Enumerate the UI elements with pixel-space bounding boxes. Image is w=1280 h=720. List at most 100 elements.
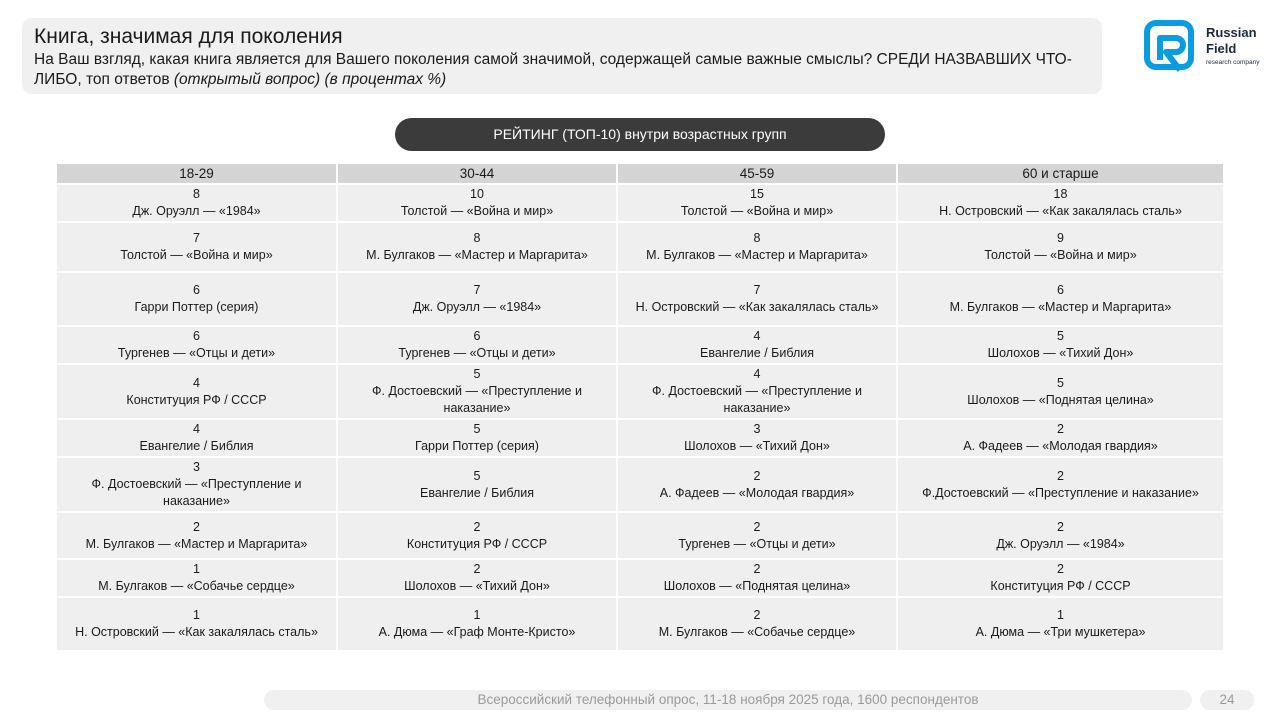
cell-book-name: М. Булгаков — «Мастер и Маргарита» [366, 248, 588, 262]
page-subtitle: На Ваш взгляд, какая книга является для … [34, 50, 1094, 90]
cell-value: 5 [1057, 329, 1064, 343]
table-cell: 6 М. Булгаков — «Мастер и Маргарита» [897, 272, 1223, 327]
cell-value: 5 [1057, 375, 1064, 390]
cell-book-name: Толстой — «Война и мир» [120, 248, 273, 262]
cell-value: 9 [1057, 231, 1064, 245]
cell-book-name: А. Дюма — «Три мушкетера» [975, 625, 1146, 639]
cell-value: 6 [1057, 283, 1064, 297]
table-cell: 3 Ф. Достоевский — «Преступление и наказа… [57, 457, 338, 513]
cell-book-name: Гарри Поттер (серия) [415, 439, 539, 453]
table-cell: 2 М. Булгаков — «Собачье сердце» [617, 597, 898, 652]
cell-value: 2 [753, 519, 761, 534]
cell-value: 7 [753, 283, 761, 297]
table-cell: 7 Н. Островский — «Как закалялась сталь» [617, 272, 898, 327]
cell-book-name: Шолохов — «Поднятая целина» [663, 579, 851, 593]
cell-value: 2 [193, 519, 200, 534]
cell-value: 8 [473, 231, 481, 245]
table-row: 1 Н. Островский — «Как закалялась сталь» 1… [57, 597, 1223, 652]
cell-value: 3 [193, 460, 200, 474]
table-header-row: 18-29 30-44 45-59 60 и старше [57, 164, 1223, 185]
cell-value: 8 [753, 231, 761, 245]
table-cell: 8 М. Булгаков — «Мастер и Маргарита» [337, 222, 618, 273]
cell-book-name: Толстой — «Война и мир» [680, 204, 834, 218]
cell-value: 10 [470, 187, 484, 201]
cell-value: 7 [473, 283, 481, 297]
cell-book-name: Н. Островский — «Как закалялась сталь» [635, 300, 879, 314]
cell-book-name: М. Булгаков — «Собачье сердце» [658, 625, 856, 639]
cell-book-name: А. Фадеев — «Молодая гвардия» [659, 485, 855, 500]
cell-book-name: Ф.Достоевский — «Преступление и наказани… [922, 485, 1199, 500]
page-number: 24 [1200, 690, 1254, 710]
cell-book-name: Конституция РФ / СССР [126, 392, 267, 407]
cell-book-name: Шолохов — «Тихий Дон» [987, 346, 1134, 360]
column-header: 18-29 [57, 164, 338, 185]
page-title: Книга, значимая для поколения [34, 25, 343, 48]
cell-book-name: Н. Островский — «Как закалялась сталь» [75, 625, 318, 639]
cell-value: 2 [753, 468, 761, 483]
cell-value: 2 [1057, 519, 1064, 534]
table-cell: 1 А. Дюма — «Три мушкетера» [897, 597, 1223, 652]
cell-book-name: М. Булгаков — «Мастер и Маргарита» [949, 300, 1172, 314]
cell-book-name: А. Дюма — «Граф Монте-Кристо» [378, 625, 576, 639]
cell-value: 6 [473, 329, 481, 343]
cell-value: 4 [753, 367, 761, 381]
logo-text-field: Field [1206, 41, 1237, 56]
cell-book-name: М. Булгаков — «Мастер и Маргарита» [646, 248, 868, 262]
table-cell: 18 Н. Островский — «Как закалялась сталь» [897, 184, 1223, 223]
table-cell: 8 М. Булгаков — «Мастер и Маргарита» [617, 222, 898, 273]
cell-value: 15 [750, 187, 764, 201]
column-header: 60 и старше [897, 164, 1223, 185]
logo-mark-icon [1144, 20, 1194, 72]
cell-value: 1 [1057, 608, 1064, 622]
cell-book-name: А. Фадеев — «Молодая гвардия» [963, 439, 1158, 453]
column-header: 30-44 [337, 164, 618, 185]
cell-value: 2 [1057, 562, 1064, 576]
cell-value: 4 [193, 375, 200, 390]
cell-value: 3 [753, 422, 761, 436]
table-cell: 2 А. Фадеев — «Молодая гвардия» [617, 457, 898, 513]
cell-book-name: Ф. Достоевский — «Преступление и наказан… [372, 384, 582, 415]
cell-book-name: Ф. Достоевский — «Преступление и наказан… [91, 477, 302, 508]
cell-value: 2 [753, 608, 761, 622]
cell-value: 7 [193, 231, 200, 245]
cell-book-name: Дж. Оруэлл — «1984» [132, 204, 261, 218]
cell-value: 4 [193, 422, 200, 436]
cell-value: 1 [193, 608, 200, 622]
cell-value: 2 [473, 519, 481, 534]
cell-book-name: Тургенев — «Отцы и дети» [678, 536, 836, 551]
cell-book-name: Конституция РФ / СССР [406, 536, 548, 551]
cell-value: 18 [1053, 187, 1068, 201]
cell-book-name: Н. Островский — «Как закалялась сталь» [939, 204, 1182, 218]
logo-text-russian: Russian [1206, 25, 1257, 40]
